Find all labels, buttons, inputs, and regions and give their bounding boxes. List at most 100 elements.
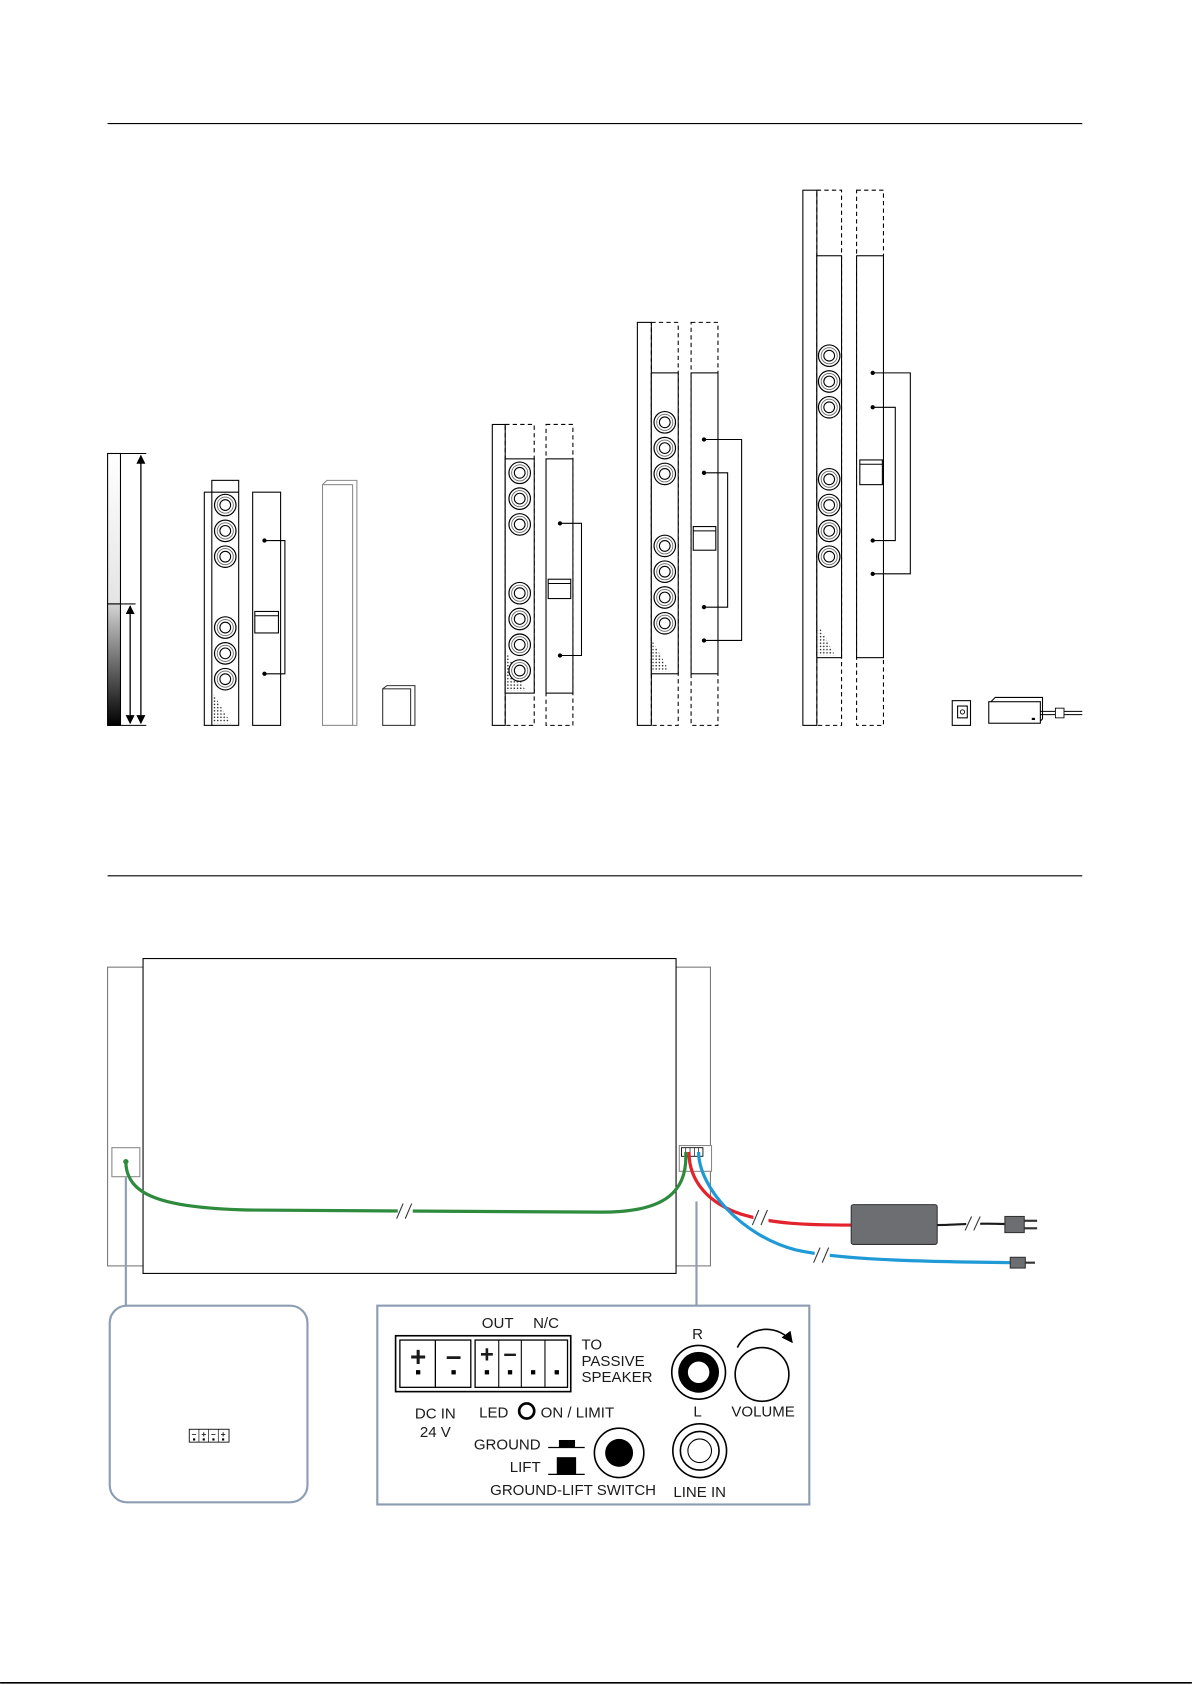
mount-point bbox=[702, 471, 706, 475]
mount-point bbox=[702, 437, 706, 441]
led-label: LED bbox=[479, 1404, 508, 1421]
mount-point bbox=[871, 538, 875, 542]
driver-icon bbox=[215, 617, 236, 638]
driver-icon bbox=[818, 371, 839, 392]
rca-jack-left-icon bbox=[673, 1424, 727, 1478]
dc-in-minus-symbol: – bbox=[446, 1340, 462, 1371]
driver-icon bbox=[509, 582, 530, 603]
out-minus-symbol: – bbox=[503, 1342, 516, 1368]
led-state-label: ON / LIMIT bbox=[541, 1404, 615, 1421]
ground-lift-switch-icon bbox=[594, 1428, 643, 1477]
mounting-profile bbox=[323, 480, 357, 725]
mount-point bbox=[702, 605, 706, 609]
driver-icon bbox=[509, 514, 530, 535]
speaker-column-front-4 bbox=[803, 190, 842, 725]
to-passive-speaker-label-line1: TO bbox=[581, 1337, 602, 1354]
speaker-column-side-1 bbox=[253, 492, 285, 725]
driver-icon bbox=[654, 561, 675, 582]
out-label: OUT bbox=[482, 1315, 514, 1332]
driver-icon bbox=[818, 494, 839, 515]
power-adapter bbox=[851, 1205, 937, 1245]
speaker-column-side-2 bbox=[546, 424, 581, 725]
line-in-label: LINE IN bbox=[673, 1484, 726, 1501]
wall-installation bbox=[108, 959, 711, 1274]
driver-icon bbox=[818, 520, 839, 541]
driver-icon bbox=[654, 613, 675, 634]
driver-icon bbox=[215, 520, 236, 541]
ground-lift-switch-label: GROUND-LIFT SWITCH bbox=[490, 1482, 656, 1499]
led-indicator-icon bbox=[519, 1403, 534, 1418]
rca-jack-right-icon bbox=[672, 1345, 726, 1399]
label-plate bbox=[255, 611, 279, 632]
driver-icon bbox=[654, 587, 675, 608]
mains-cord bbox=[937, 1215, 1037, 1232]
driver-icon bbox=[509, 608, 530, 629]
cable-end-point bbox=[123, 1159, 128, 1164]
dc-in-label: DC IN bbox=[415, 1405, 456, 1422]
mount-point bbox=[871, 371, 875, 375]
driver-icon bbox=[215, 494, 236, 515]
mount-point bbox=[558, 653, 562, 657]
cable-break-mark bbox=[752, 1209, 768, 1226]
driver-icon bbox=[654, 463, 675, 484]
wall-terminal-box bbox=[952, 701, 970, 726]
mount-point bbox=[558, 521, 562, 525]
mini-terminal-symbol: – bbox=[192, 1429, 197, 1439]
mount-point bbox=[262, 538, 266, 542]
speaker-column-front-1 bbox=[204, 480, 238, 725]
mains-plug-icon bbox=[1005, 1216, 1037, 1232]
mini-terminal-symbol: + bbox=[221, 1429, 226, 1439]
driver-icon bbox=[654, 412, 675, 433]
mounting-bracket bbox=[383, 686, 415, 726]
mount-point bbox=[262, 672, 266, 676]
label-plate bbox=[860, 460, 883, 485]
dc-in-plus-symbol: + bbox=[410, 1341, 426, 1372]
ground-label: GROUND bbox=[474, 1437, 541, 1454]
to-passive-speaker-label-line2: PASSIVE bbox=[581, 1353, 644, 1370]
mount-point bbox=[871, 405, 875, 409]
mount-point bbox=[871, 572, 875, 576]
nc-label: N/C bbox=[533, 1315, 559, 1332]
speaker-column-front-3 bbox=[637, 322, 678, 725]
driver-icon bbox=[215, 668, 236, 689]
mini-terminal-symbol: + bbox=[201, 1429, 206, 1439]
power-cable bbox=[689, 1152, 851, 1226]
power-supply-unit bbox=[989, 697, 1082, 723]
passive-speaker-terminal-callout: – + – + bbox=[110, 1306, 308, 1503]
driver-icon bbox=[509, 488, 530, 509]
mini-terminal-block: – + – + bbox=[189, 1429, 229, 1442]
mini-terminal-symbol: – bbox=[211, 1429, 216, 1439]
jack-plug-icon bbox=[1010, 1257, 1035, 1268]
to-passive-speaker-label-line3: SPEAKER bbox=[581, 1369, 652, 1386]
driver-icon bbox=[818, 397, 839, 418]
driver-icon bbox=[654, 437, 675, 458]
height-scale-bar bbox=[108, 453, 147, 725]
driver-icon bbox=[818, 546, 839, 567]
driver-icon bbox=[215, 546, 236, 567]
out-plus-symbol: + bbox=[480, 1343, 494, 1369]
driver-icon bbox=[215, 643, 236, 664]
input-left-label: L bbox=[693, 1403, 701, 1420]
lift-label: LIFT bbox=[510, 1459, 541, 1476]
driver-icon bbox=[818, 345, 839, 366]
cable-break-mark bbox=[814, 1247, 830, 1264]
speaker-column-side-4 bbox=[857, 190, 911, 725]
speaker-column-side-3 bbox=[691, 322, 742, 725]
label-plate bbox=[693, 527, 716, 551]
volume-label: VOLUME bbox=[731, 1403, 794, 1420]
label-plate bbox=[548, 579, 571, 598]
mount-point bbox=[702, 638, 706, 642]
driver-icon bbox=[509, 462, 530, 483]
connection-panel-callout: OUT N/C + – + – TO PASSIVE SPEAKER DC IN… bbox=[377, 1306, 809, 1505]
terminal-block: + – + – bbox=[396, 1336, 571, 1392]
speaker-column-front-2 bbox=[492, 424, 534, 725]
cable-break-mark bbox=[965, 1215, 980, 1231]
input-right-label: R bbox=[692, 1326, 703, 1343]
driver-icon bbox=[818, 469, 839, 490]
dc-in-voltage-label: 24 V bbox=[420, 1424, 451, 1441]
driver-icon bbox=[654, 535, 675, 556]
driver-icon bbox=[509, 634, 530, 655]
cable-break-mark bbox=[397, 1202, 413, 1219]
driver-icon bbox=[509, 660, 530, 681]
